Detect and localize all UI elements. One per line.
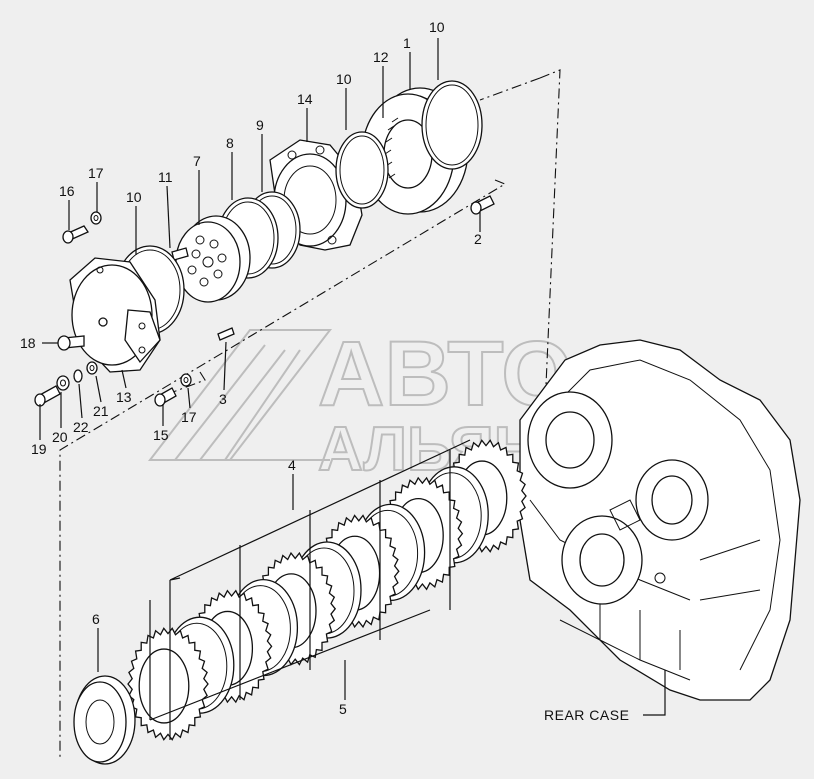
label-22: 22 [73, 419, 89, 435]
label-10-left: 10 [126, 189, 142, 205]
part-22-washer [73, 369, 83, 383]
label-10-mid: 10 [336, 71, 352, 87]
part-10-oring-top [421, 80, 483, 170]
leader-lines [39, 38, 666, 716]
label-1: 1 [403, 35, 411, 51]
part-20-nut [56, 375, 70, 391]
part-19-bolt [34, 385, 61, 407]
part-6-thrust-washer [73, 675, 136, 765]
label-10-top: 10 [429, 19, 445, 35]
part-7-piston [175, 215, 251, 303]
clutch-stack-discs [127, 439, 527, 741]
part-3-pin [217, 327, 235, 341]
rear-case [519, 339, 801, 701]
label-11: 11 [158, 169, 173, 185]
label-5: 5 [339, 701, 347, 717]
label-19: 19 [31, 441, 47, 457]
part-18-bolt [57, 335, 85, 351]
part-2-bolt [470, 195, 495, 215]
watermark: АВТО АЛЬЯНС [147, 322, 584, 485]
label-3: 3 [219, 391, 227, 407]
part-17-washer-top [90, 211, 102, 225]
part-labels: 1 2 3 4 5 6 7 8 9 10 10 10 11 12 13 14 1… [20, 19, 482, 717]
part-10-oring-mid [335, 131, 389, 209]
label-13: 13 [116, 389, 132, 405]
part-17-washer-bottom [180, 373, 192, 387]
label-4: 4 [288, 457, 296, 473]
label-6: 6 [92, 611, 100, 627]
label-2: 2 [474, 231, 482, 247]
label-20: 20 [52, 429, 68, 445]
part-15-bolt [154, 387, 177, 407]
clutch-plate-bore [138, 648, 190, 724]
label-16: 16 [59, 183, 75, 199]
assembly-dashed-lines [59, 69, 561, 760]
part-21-washer [86, 361, 98, 375]
label-15: 15 [153, 427, 169, 443]
label-17-top: 17 [88, 165, 104, 181]
part-13-cover [69, 257, 161, 373]
rear-case-caption: REAR CASE [544, 707, 629, 723]
watermark-logo [147, 329, 333, 461]
label-21: 21 [93, 403, 109, 419]
clutch-pack [73, 439, 527, 765]
part-16-bolt [62, 225, 89, 244]
label-12: 12 [373, 49, 389, 65]
label-17-bottom: 17 [181, 409, 197, 425]
label-9: 9 [256, 117, 264, 133]
label-7: 7 [193, 153, 201, 169]
label-18: 18 [20, 335, 36, 351]
label-14: 14 [297, 91, 313, 107]
label-8: 8 [226, 135, 234, 151]
